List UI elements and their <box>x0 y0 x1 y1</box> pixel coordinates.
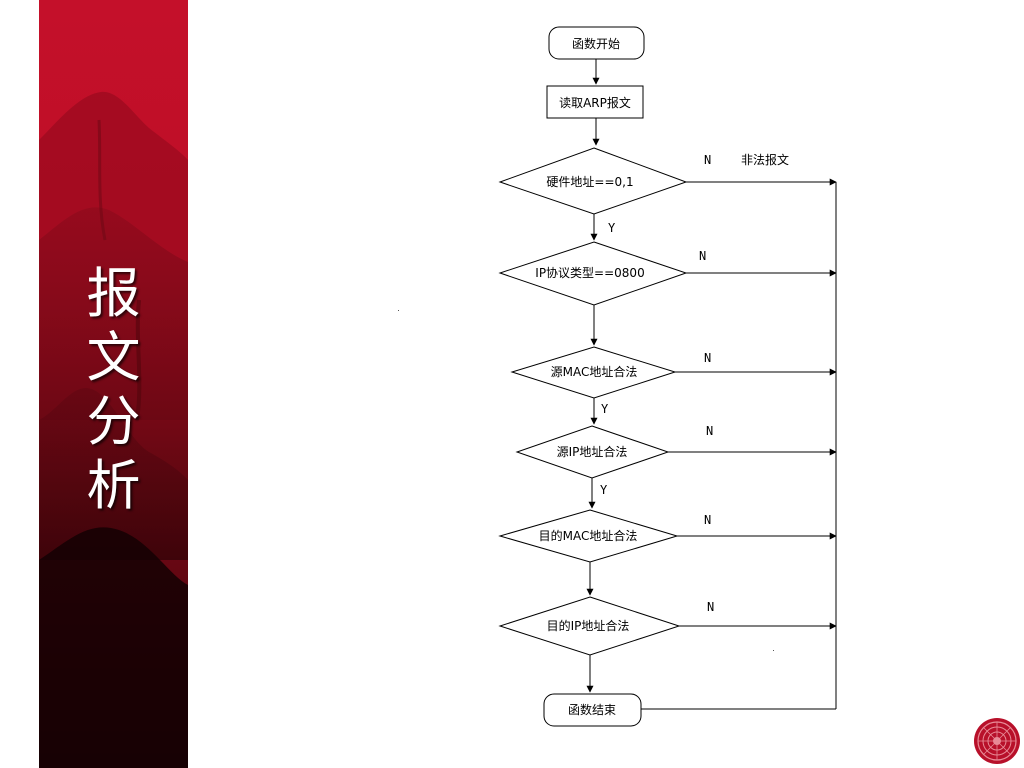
decision-2-label: IP协议类型==0800 <box>535 265 644 280</box>
no-label-6: N <box>707 600 714 614</box>
yes-label-2: Y <box>601 402 609 416</box>
title-char-1: 报 <box>86 262 141 325</box>
mountain-landscape-icon <box>39 91 188 768</box>
no-label-1: N <box>704 153 711 167</box>
start-label: 函数开始 <box>572 36 620 51</box>
end-label: 函数结束 <box>568 702 616 717</box>
decision-1-label: 硬件地址==0,1 <box>546 175 633 189</box>
side-banner: 报 文 分 析 <box>39 0 188 768</box>
title-char-3: 分 <box>86 390 141 453</box>
decision-3-label: 源MAC地址合法 <box>551 364 638 379</box>
no-label-4: N <box>706 424 713 438</box>
decision-6-label: 目的IP地址合法 <box>547 618 630 633</box>
read-node <box>546 85 644 119</box>
speck <box>773 650 774 651</box>
slide-title: 报 文 分 析 <box>39 262 188 518</box>
no-label-3: N <box>704 351 711 365</box>
seal-emblem-icon <box>974 718 1020 764</box>
end-node <box>543 693 642 727</box>
title-char-4: 析 <box>86 454 141 517</box>
yes-label-3: Y <box>600 483 608 497</box>
read-label: 读取ARP报文 <box>559 95 631 110</box>
no-label-5: N <box>704 513 711 527</box>
no-label-2: N <box>699 249 706 263</box>
decision-4-label: 源IP地址合法 <box>557 444 628 459</box>
yes-label-1: Y <box>608 221 616 235</box>
illegal-message-label: 非法报文 <box>741 152 789 167</box>
title-char-2: 文 <box>86 326 141 389</box>
decision-5-label: 目的MAC地址合法 <box>539 528 638 543</box>
speck <box>398 310 399 311</box>
